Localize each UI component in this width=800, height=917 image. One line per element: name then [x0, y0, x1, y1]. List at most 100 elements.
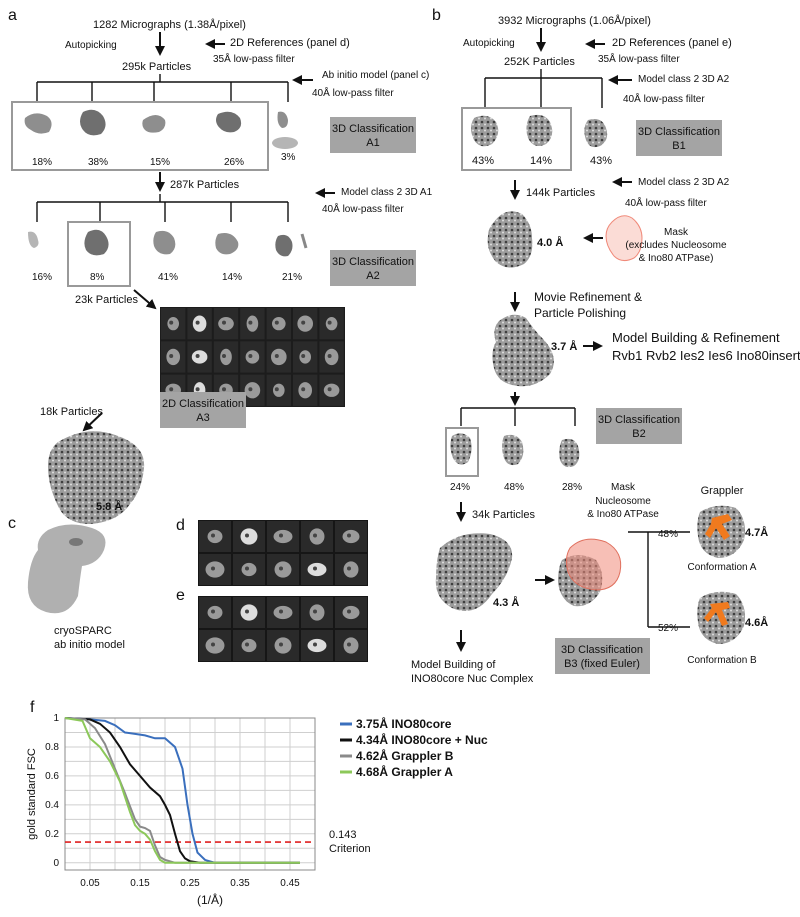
panel-label-d: d — [176, 517, 185, 534]
plot-frame — [64, 717, 316, 871]
class-average — [213, 341, 239, 373]
class-average — [319, 374, 344, 406]
class-average — [187, 308, 212, 340]
mask-1 — [605, 215, 643, 262]
b-res2: 3.7 Å — [551, 340, 577, 353]
map-b2-1 — [450, 433, 472, 465]
panel-label-a: a — [8, 7, 17, 24]
b-building1-2: Rvb1 Rvb2 Ies2 Ies6 Ino80insert — [612, 348, 800, 363]
class-b2-line2: B2 — [632, 428, 645, 440]
reference-e — [199, 630, 231, 661]
threshold-label: Criterion — [329, 843, 371, 855]
y-tick-label: 0.4 — [45, 800, 59, 811]
b-res1: 4.0 Å — [537, 236, 563, 249]
reference-e — [301, 630, 333, 661]
x-tick-label: 0.15 — [130, 878, 150, 889]
reference-d — [199, 554, 231, 585]
b-movie-1: Movie Refinement & — [534, 290, 642, 304]
class-average — [187, 341, 212, 373]
map-b1-3 — [584, 119, 608, 148]
reference-d — [233, 521, 265, 552]
b1-pct-1: 43% — [472, 155, 494, 167]
b2-pct-2: 48% — [504, 482, 524, 493]
reference-e — [233, 630, 265, 661]
a2-pct-4: 14% — [222, 272, 242, 283]
reference-e — [301, 597, 333, 628]
class-average — [266, 341, 291, 373]
reference-e — [267, 597, 299, 628]
map-b-43a — [435, 533, 513, 611]
class-average — [293, 374, 318, 406]
y-tick-label: 0.8 — [45, 742, 59, 753]
map-b1-2 — [526, 114, 553, 146]
map-a1-2 — [80, 109, 106, 136]
map-c-abinitio — [27, 524, 106, 614]
class-average — [161, 308, 186, 340]
a2-pct-3: 41% — [158, 272, 178, 283]
reference-e — [233, 597, 265, 628]
reference-d — [267, 521, 299, 552]
a-micrographs: 1282 Micrographs (1.38Å/pixel) — [93, 18, 246, 31]
class-a1-line2: A1 — [366, 137, 379, 149]
x-tick-label: 0.05 — [80, 878, 100, 889]
a-particles4: 18k Particles — [40, 406, 103, 418]
map-b-37a — [492, 314, 554, 387]
b-building1-1: Model Building & Refinement — [612, 330, 780, 345]
y-axis-label: gold standard FSC — [26, 748, 38, 840]
class-a2-line1: 3D Classification — [332, 256, 414, 268]
b-filter3: 40Å low-pass filter — [625, 196, 707, 209]
b-filter2: 40Å low-pass filter — [623, 92, 705, 105]
class-average — [319, 308, 344, 340]
class-average — [266, 308, 291, 340]
map-a2-5 — [275, 233, 308, 257]
b-building2-1: Model Building of — [411, 659, 496, 671]
reference-e — [199, 597, 231, 628]
map-a1-3 — [142, 115, 166, 133]
b-model1: Model class 2 3D A2 — [638, 74, 730, 85]
b-confB: Conformation B — [687, 655, 757, 666]
class-a2-box — [330, 250, 416, 286]
legend-entry: 4.62Å Grappler B — [356, 748, 454, 763]
a1-pct-5: 3% — [281, 152, 296, 163]
b-building2-2: INO80core Nuc Complex — [411, 673, 534, 685]
b-mask2-line2: Nucleosome — [595, 496, 651, 507]
map-b2-3 — [559, 438, 580, 468]
references-e — [198, 596, 368, 662]
a-filter1: 35Å low-pass filter — [213, 52, 295, 65]
map-b-4a — [487, 211, 533, 268]
x-tick-label: 0.35 — [230, 878, 250, 889]
class-b2-line1: 3D Classification — [598, 414, 680, 426]
class-average — [161, 341, 186, 373]
class-average — [240, 341, 265, 373]
a-refs: 2D References (panel d) — [230, 37, 350, 49]
panel-label-b: b — [432, 7, 441, 24]
map-b2-2 — [502, 434, 524, 466]
map-a2-4 — [215, 233, 239, 255]
b-filter1: 35Å low-pass filter — [598, 52, 680, 65]
panel-label-f: f — [30, 699, 35, 716]
b2-pct-3: 28% — [562, 482, 582, 493]
y-tick-label: 0.6 — [45, 771, 59, 782]
b-particles2: 144k Particles — [526, 187, 596, 199]
threshold-label: 0.143 — [329, 829, 357, 841]
a2-pct-5: 21% — [282, 272, 302, 283]
a-model2: Model class 2 3D A1 — [341, 187, 433, 198]
b-mask2-line1: Mask — [611, 482, 636, 493]
map-a1-5 — [272, 111, 298, 149]
a2-pct-2: 8% — [90, 272, 105, 283]
a-res: 5.8 Å — [96, 500, 122, 513]
class-b1-line2: B1 — [672, 140, 685, 152]
a1-pct-2: 38% — [88, 157, 108, 168]
references-d — [198, 520, 368, 586]
class-b2-box — [596, 408, 682, 444]
x-axis-label: (1/Å) — [197, 892, 223, 907]
b-res3: 4.3 Å — [493, 596, 519, 609]
a1-pct-4: 26% — [224, 157, 244, 168]
b-mask1-line1: Mask — [664, 227, 689, 238]
reference-e — [267, 630, 299, 661]
panel-label-c: c — [8, 515, 16, 532]
b-particles3: 34k Particles — [472, 509, 535, 521]
class-a2-line2: A2 — [366, 270, 379, 282]
a-particles2: 287k Particles — [170, 179, 240, 191]
